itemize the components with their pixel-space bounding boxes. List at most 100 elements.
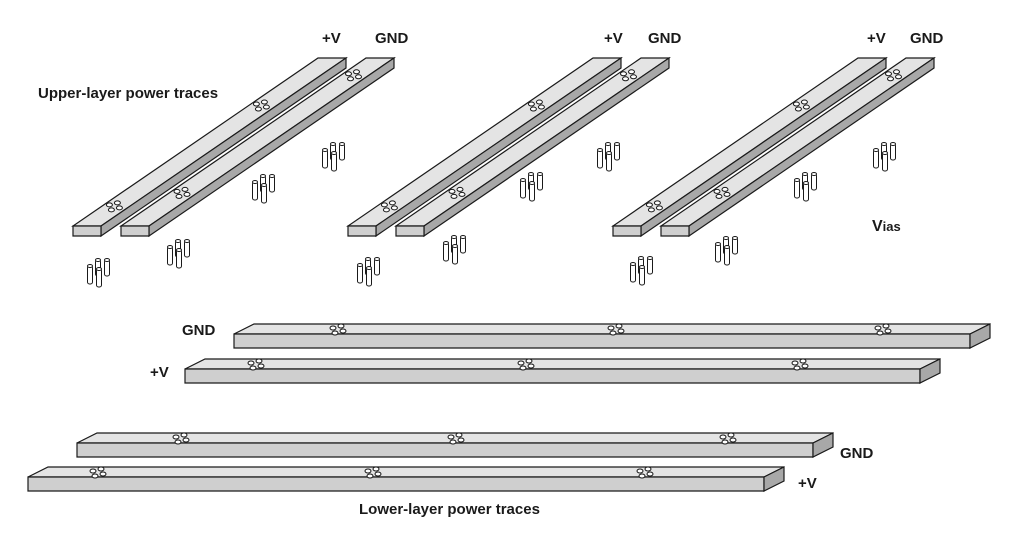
upper-plus-v-trace-1 (71, 56, 348, 238)
lower-gnd-trace-via-cluster-2 (447, 432, 465, 445)
via-group-11 (715, 236, 738, 266)
upper-gnd-trace-1 (119, 56, 396, 238)
vias-label-main: V (872, 218, 883, 235)
via-group-4-post-4 (96, 267, 102, 288)
via-group-7-post-3 (443, 241, 449, 262)
lower-plus-v-label: +V (798, 475, 817, 492)
mid-plus-v-trace-via-cluster-3 (791, 358, 809, 371)
upper-layer-title: Upper-layer power traces (38, 85, 219, 102)
lower-gnd-trace-via-cluster-3 (719, 432, 737, 445)
mid-gnd-trace (233, 323, 991, 349)
via-group-10-post-4 (803, 181, 809, 202)
upper-plus-v-label-3: +V (867, 30, 886, 47)
via-group-5-post-3 (597, 148, 603, 169)
via-group-3-post-4 (176, 248, 182, 269)
mid-gnd-trace-via-cluster-1 (329, 323, 347, 336)
upper-plus-v-trace-2 (346, 56, 623, 238)
via-group-9-post-4 (882, 151, 888, 172)
via-group-5-post-4 (606, 151, 612, 172)
lower-plus-v-trace (27, 466, 785, 492)
upper-plus-v-trace-1-via-cluster-1 (105, 200, 123, 213)
via-group-10 (794, 172, 817, 202)
via-group-12-post-4 (639, 265, 645, 286)
via-group-7 (443, 235, 466, 265)
lower-gnd-trace-via-cluster-1 (172, 432, 190, 445)
lower-plus-v-trace-via-cluster-1 (89, 466, 107, 479)
upper-plus-v-label-1: +V (322, 30, 341, 47)
via-group-6-post-2 (537, 172, 543, 191)
via-group-6-post-3 (520, 178, 526, 199)
via-group-1-post-2 (339, 142, 345, 161)
upper-plus-v-trace-2-via-cluster-1 (380, 200, 398, 213)
lower-gnd-trace (76, 432, 834, 458)
via-group-2 (252, 174, 275, 204)
upper-plus-v-trace-2-via-cluster-2 (527, 99, 545, 112)
lower-gnd-label: GND (840, 445, 874, 462)
via-group-4-post-3 (87, 264, 93, 285)
lower-plus-v-trace-via-cluster-3 (636, 466, 654, 479)
mid-gnd-label: GND (182, 322, 216, 339)
mid-plus-v-trace-via-cluster-2 (517, 358, 535, 371)
via-group-8-post-4 (366, 266, 372, 287)
via-group-8-post-2 (374, 257, 380, 276)
via-group-5 (597, 142, 620, 172)
upper-gnd-trace-2-via-cluster-2 (620, 69, 637, 82)
mid-gnd-trace-via-cluster-2 (607, 323, 625, 336)
upper-gnd-trace-2 (394, 56, 671, 238)
via-group-9-post-3 (873, 148, 879, 169)
via-group-9 (873, 142, 896, 172)
mid-plus-v-trace-via-cluster-1 (247, 358, 265, 371)
via-group-2-post-4 (261, 183, 267, 204)
via-group-8-post-3 (357, 263, 363, 284)
lower-plus-v-trace-via-cluster-2 (364, 466, 382, 479)
mid-plus-v-label: +V (150, 364, 169, 381)
via-group-4 (87, 258, 110, 288)
upper-plus-v-trace-3-via-cluster-2 (792, 99, 810, 112)
upper-gnd-label-2: GND (648, 30, 682, 47)
upper-plus-v-trace-3 (611, 56, 888, 238)
upper-gnd-trace-2-via-cluster-1 (448, 186, 466, 199)
via-group-12 (630, 256, 653, 286)
via-group-11-post-2 (732, 236, 738, 255)
via-group-5-post-2 (614, 142, 620, 161)
via-group-3-post-2 (184, 239, 190, 258)
via-group-12-post-2 (647, 256, 653, 275)
upper-gnd-label-1: GND (375, 30, 409, 47)
upper-plus-v-trace-3-via-cluster-1 (645, 200, 663, 213)
upper-gnd-trace-3 (659, 56, 936, 238)
upper-plus-v-trace-1-via-cluster-2 (252, 99, 270, 112)
lower-layer-title: Lower-layer power traces (359, 501, 540, 518)
upper-gnd-trace-3-via-cluster-1 (713, 186, 731, 199)
upper-plus-v-label-2: +V (604, 30, 623, 47)
upper-gnd-label-3: GND (910, 30, 944, 47)
via-group-11-post-4 (724, 245, 730, 266)
via-group-3 (167, 239, 190, 269)
lower-layer-traces (27, 323, 991, 492)
upper-gnd-trace-3-via-cluster-2 (885, 69, 902, 82)
via-group-1-post-4 (331, 151, 337, 172)
via-group-8 (357, 257, 380, 287)
mid-plus-v-trace (184, 358, 941, 384)
vias (87, 142, 896, 288)
via-group-1-post-3 (322, 148, 328, 169)
mid-gnd-trace-via-cluster-3 (874, 323, 892, 336)
via-group-12-post-3 (630, 262, 636, 283)
via-group-1 (322, 142, 345, 172)
vias-label-sub: ias (882, 219, 901, 234)
vias-label: Vias (872, 219, 901, 235)
via-group-2-post-3 (252, 180, 258, 201)
via-group-10-post-3 (794, 178, 800, 199)
upper-layer-traces (71, 56, 936, 238)
via-group-3-post-3 (167, 245, 173, 266)
upper-gnd-trace-1-via-cluster-1 (173, 186, 191, 199)
via-group-4-post-2 (104, 258, 110, 277)
via-group-11-post-3 (715, 242, 721, 263)
via-group-2-post-2 (269, 174, 275, 193)
via-group-7-post-2 (460, 235, 466, 254)
via-group-9-post-2 (890, 142, 896, 161)
via-group-6 (520, 172, 543, 202)
via-group-10-post-2 (811, 172, 817, 191)
via-group-7-post-4 (452, 244, 458, 265)
upper-gnd-trace-1-via-cluster-2 (345, 69, 362, 82)
